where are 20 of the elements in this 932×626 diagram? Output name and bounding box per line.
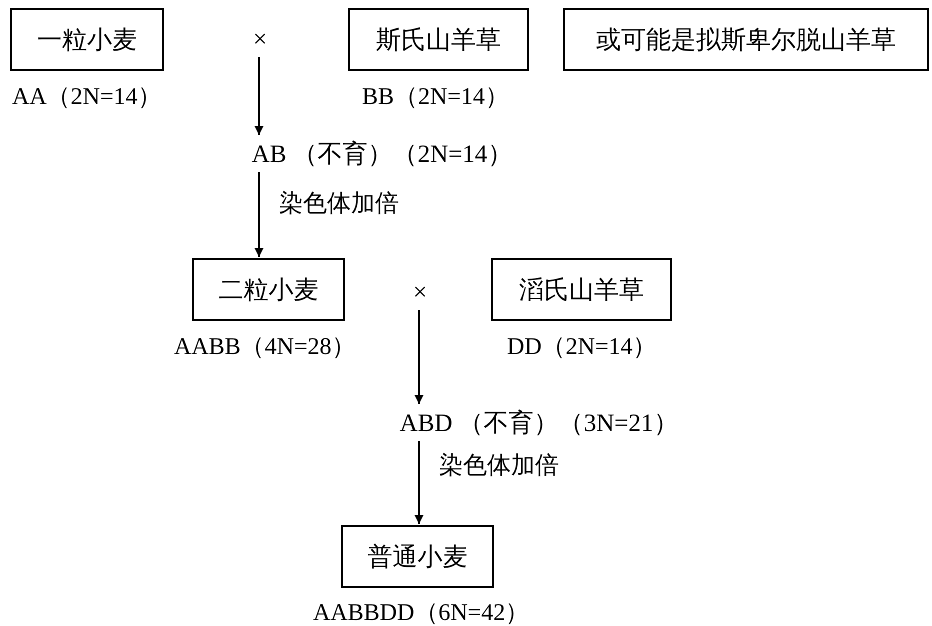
arrow bbox=[414, 310, 424, 404]
genome-label: AA（2N=14） bbox=[12, 83, 162, 112]
genome-label: BB（2N=14） bbox=[362, 83, 509, 112]
species-box bbox=[563, 8, 929, 71]
box-text: 二粒小麦 bbox=[218, 276, 318, 306]
arrow bbox=[254, 172, 264, 257]
arrow bbox=[254, 57, 264, 135]
arrow bbox=[414, 441, 424, 524]
node-text: ABD （不育）（3N=21） bbox=[400, 408, 678, 438]
box-text: 斯氏山羊草 bbox=[376, 26, 501, 56]
genome-label: DD（2N=14） bbox=[507, 333, 657, 362]
node-text: × bbox=[252, 26, 268, 54]
node-text: AB （不育）（2N=14） bbox=[252, 140, 512, 170]
genome-label: AABB（4N=28） bbox=[174, 333, 356, 362]
node-text: × bbox=[412, 279, 428, 307]
box-text: 一粒小麦 bbox=[37, 26, 137, 56]
genome-label: AABBDD（6N=42） bbox=[313, 599, 530, 626]
box-text: 滔氏山羊草 bbox=[519, 276, 644, 306]
box-text: 或可能是拟斯卑尔脱山羊草 bbox=[596, 26, 896, 56]
box-text: 普通小麦 bbox=[368, 542, 468, 573]
